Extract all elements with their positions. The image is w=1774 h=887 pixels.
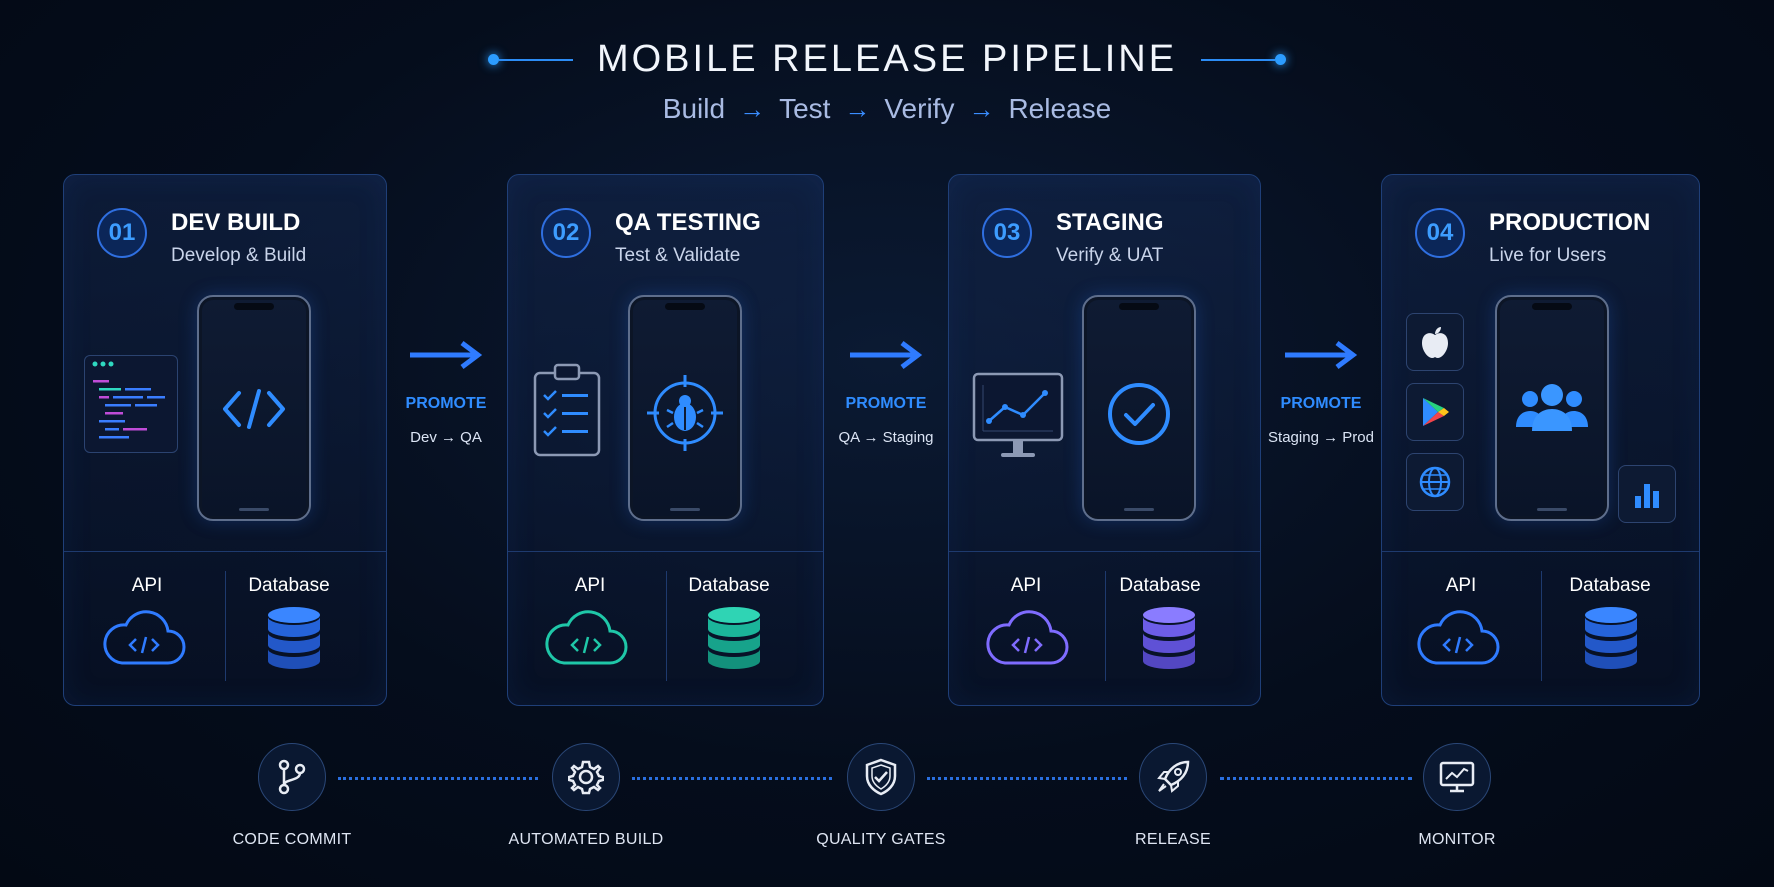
arrow-right-icon [410,341,483,369]
globe-icon [1406,453,1464,511]
step-label: RELEASE [1135,831,1211,848]
stage-card-staging: 03 STAGING Verify & UAT API Database [948,174,1261,706]
flow-step-test: Test [779,93,831,124]
database-label: Database [1119,575,1201,596]
stage-card-production: 04 PRODUCTION Live for Users [1381,174,1700,706]
database-icon [708,607,760,669]
database-icon [1143,607,1195,669]
stage-subtitle: Develop & Build [171,245,307,266]
apple-store-icon [1406,313,1464,371]
step-label: AUTOMATED BUILD [508,831,664,848]
api-label: API [1010,575,1042,596]
promote-arrow-qa-staging: PROMOTE QA → Staging [831,338,941,446]
step-monitor: MONITOR [1357,743,1557,849]
api-label: API [131,575,163,596]
flow-arrow: → [739,93,766,124]
phone [1082,295,1196,521]
api-label: API [1445,575,1477,596]
flow-arrow: → [968,93,995,124]
flow-step-verify: Verify [884,93,955,124]
flow-arrow: → [844,93,871,124]
stage-subtitle: Test & Validate [615,245,741,266]
flow-step-build: Build [662,93,726,124]
cloud-api-icon [103,610,186,665]
timeline-connector [1220,777,1412,780]
phone [628,295,742,521]
promote-label: PROMOTE [405,395,487,412]
code-window-icon [84,355,178,453]
step-label: CODE COMMIT [232,831,352,848]
code-brackets-icon [223,389,285,429]
database-icon [1585,607,1637,669]
bug-target-icon [647,375,723,451]
cloud-api-icon [986,610,1069,665]
phone [197,295,311,521]
promote-label: PROMOTE [1280,395,1362,412]
step-release: RELEASE [1073,743,1273,849]
cloud-api-icon [545,610,628,665]
stage-title: PRODUCTION [1489,209,1651,236]
stage-card-qa: 02 QA TESTING Test & Validate API Databa… [507,174,824,706]
promote-route: QA → Staging [838,429,934,446]
promote-arrow-dev-qa: PROMOTE Dev → QA [391,338,501,446]
flow-subtitle: Build → Test → Verify → Release [0,93,1774,125]
stage-number: 03 [982,208,1032,258]
stage-title: QA TESTING [615,209,761,236]
promote-route: Dev → QA [410,429,482,446]
rocket-icon [1139,743,1207,811]
monitor-chart-icon [1423,743,1491,811]
monitor-chart-icon [972,372,1064,457]
database-label: Database [1569,575,1651,596]
users-icon [1516,384,1588,431]
promote-label: PROMOTE [845,395,927,412]
step-automated-build: AUTOMATED BUILD [486,743,686,849]
shield-check-icon [847,743,915,811]
step-label: MONITOR [1418,831,1496,848]
stage-title: DEV BUILD [171,209,301,236]
stage-title: STAGING [1056,209,1164,236]
gear-icon [552,743,620,811]
promote-route: Staging → Prod [1268,429,1374,446]
timeline-connector [927,777,1127,780]
git-branch-icon [258,743,326,811]
title-line-right [1201,54,1287,65]
stage-number: 04 [1415,208,1465,258]
header: MOBILE RELEASE PIPELINE Build → Test → V… [0,38,1774,125]
stage-subtitle: Verify & UAT [1056,245,1164,266]
arrow-right-icon [1285,341,1358,369]
analytics-icon [1618,465,1676,523]
phone [1495,295,1609,521]
title-line-left [487,54,573,65]
database-icon [268,607,320,669]
play-store-icon [1406,383,1464,441]
check-circle-icon [1108,383,1170,445]
stage-number: 02 [541,208,591,258]
database-label: Database [688,575,770,596]
cloud-api-icon [1417,610,1500,665]
database-label: Database [248,575,330,596]
flow-step-release: Release [1008,93,1112,124]
arrow-right-icon [850,341,923,369]
page-title: MOBILE RELEASE PIPELINE [596,38,1178,80]
stage-subtitle: Live for Users [1489,245,1607,266]
stage-number: 01 [97,208,147,258]
timeline-connector [338,777,538,780]
promote-arrow-staging-prod: PROMOTE Staging → Prod [1266,338,1376,446]
api-label: API [574,575,606,596]
timeline-connector [632,777,832,780]
step-quality-gates: QUALITY GATES [781,743,981,849]
step-label: QUALITY GATES [816,831,946,848]
step-code-commit: CODE COMMIT [192,743,392,849]
stage-card-dev: 01 DEV BUILD Develop & Build API Databas… [63,174,387,706]
checklist-icon [533,363,601,457]
